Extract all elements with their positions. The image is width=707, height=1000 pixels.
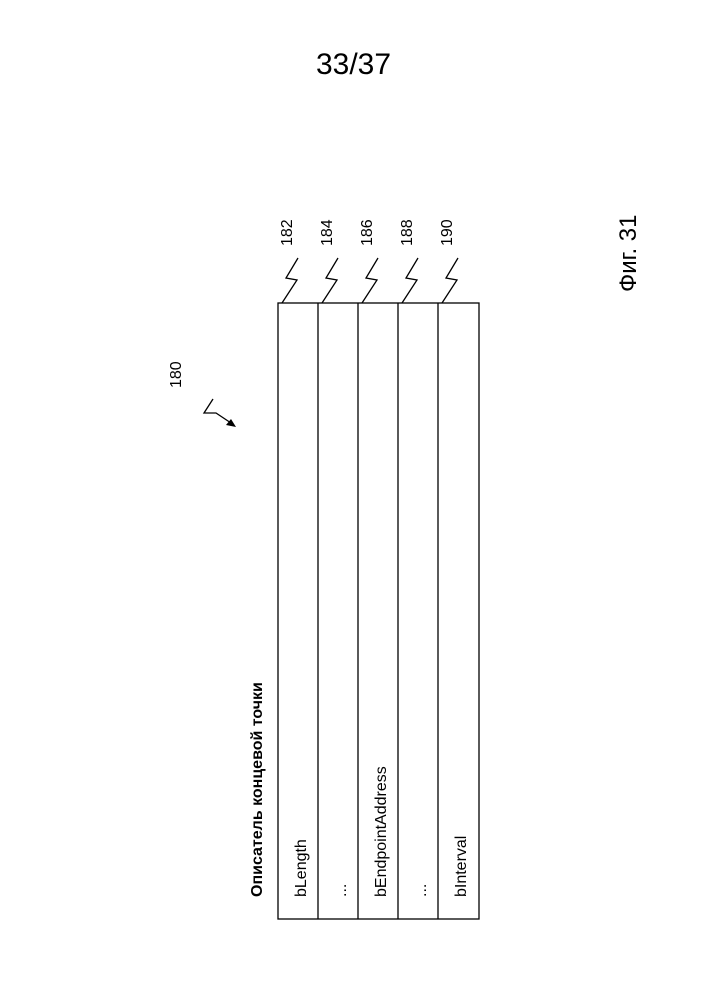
figure-caption: Фиг. 31 [615,214,642,292]
row-label-binterval: bInterval [453,836,470,897]
ref-184: 184 [319,219,336,246]
leader-190 [442,258,458,303]
ref-182: 182 [279,219,296,246]
ref-180: 180 [168,361,185,388]
row-label-ellipsis-2: ... [413,884,430,897]
row-label-bendpointaddress: bEndpointAddress [373,766,390,897]
leader-186 [362,258,378,303]
table-title: Описатель концевой точки [249,682,266,897]
row-leaders [282,258,458,303]
leader-184 [322,258,338,303]
leader-188 [402,258,418,303]
row-label-blength: bLength [293,839,310,897]
ref-188: 188 [399,219,416,246]
leader-180-arrow [204,399,236,427]
leader-182 [282,258,298,303]
ref-186: 186 [359,219,376,246]
ref-190: 190 [439,219,456,246]
row-label-ellipsis-1: ... [333,884,350,897]
leader-180 [204,399,231,423]
